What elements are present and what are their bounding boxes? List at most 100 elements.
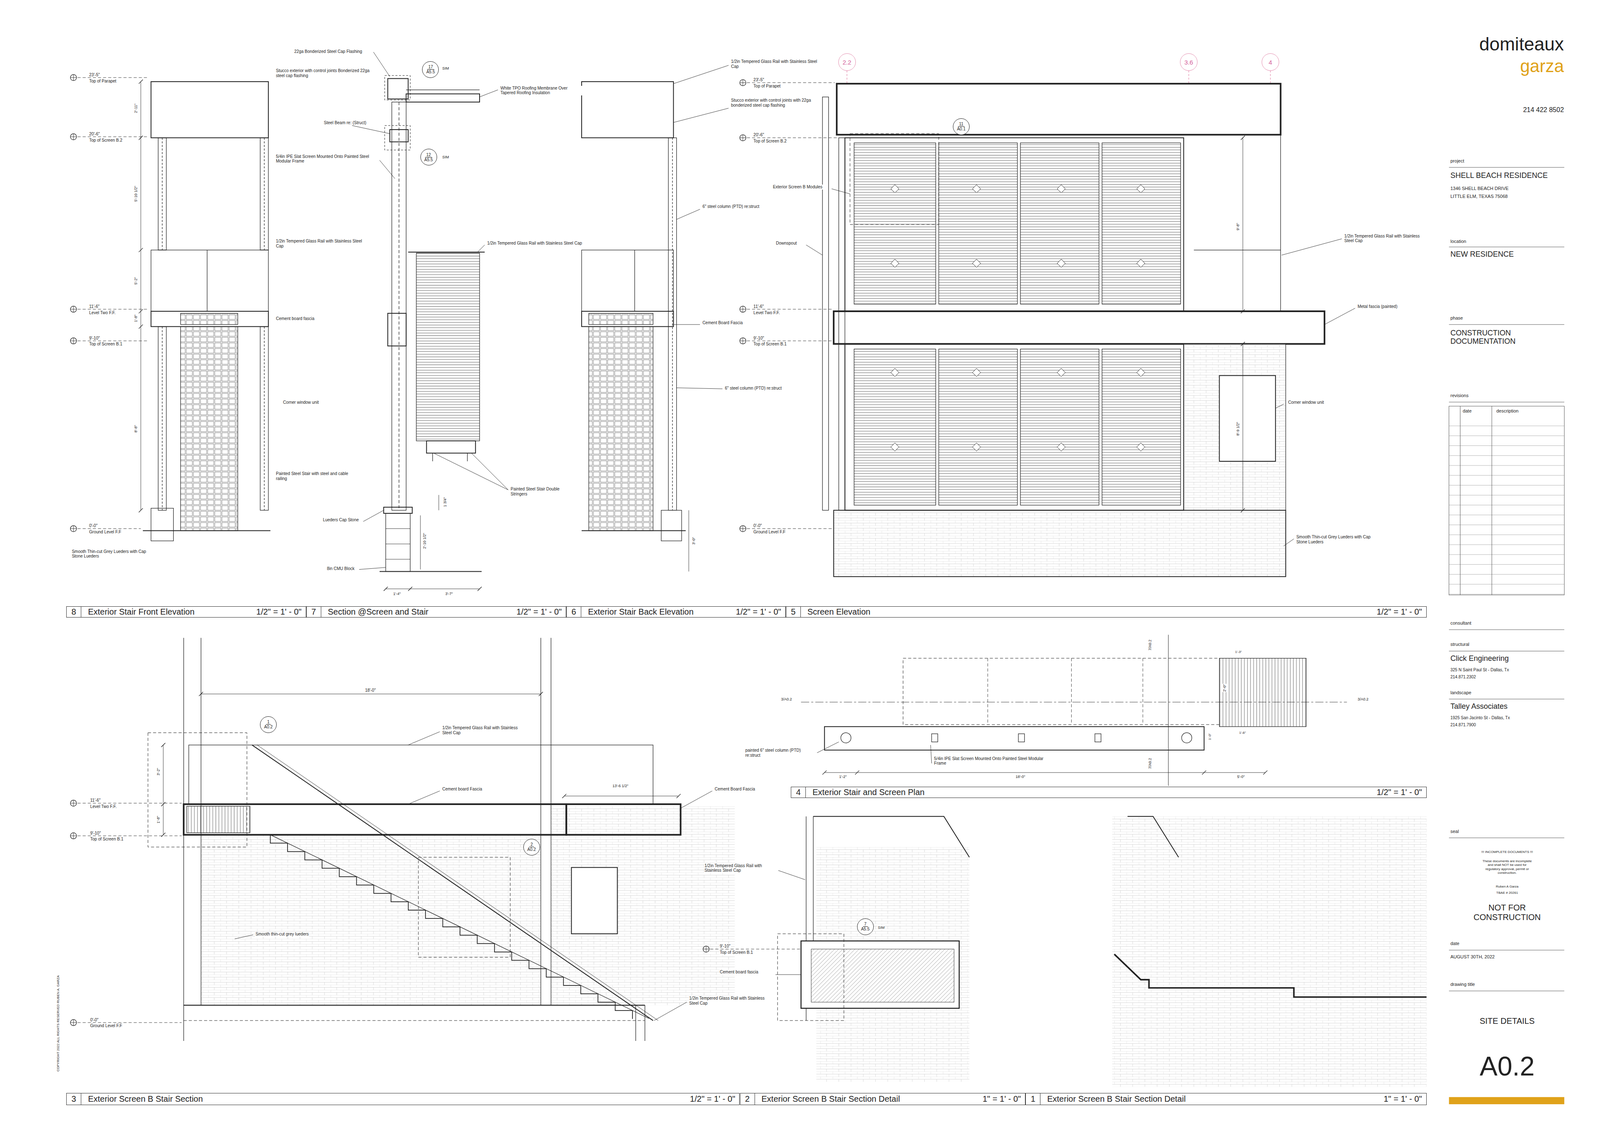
phone-number: 214 422 8502 [1522, 106, 1565, 114]
screen-stair-section [385, 528, 411, 560]
drawing-title-bar: 3Exterior Screen B Stair Section1/2" = 1… [66, 1092, 740, 1105]
back-elevation [581, 81, 674, 138]
back-elevation [588, 313, 653, 325]
stair-section [234, 731, 713, 1021]
callout-number: 2 [529, 842, 535, 848]
stair-section [183, 804, 567, 835]
field-heading: consultant [1450, 620, 1472, 626]
stair-screen-plan [902, 658, 1220, 725]
drawing-scale: 1/2" = 1' - 0" [690, 1094, 736, 1104]
field-heading: seal [1450, 828, 1460, 835]
screen-stair-section [438, 495, 440, 511]
sheet-reference: A0.2 [264, 724, 273, 730]
screen-elevation [833, 311, 1325, 344]
dimension: 1 3/4" [442, 496, 448, 508]
drawing-title-bar: 5Screen Elevation1/2" = 1' - 0" [785, 606, 1427, 618]
annotation-note: Metal fascia (painted) [1357, 304, 1398, 310]
annotation-note: 6" steel column (PTD) re:struct [724, 385, 783, 391]
callout-number: 1 [265, 719, 271, 725]
dimension: 3'-7" [445, 591, 454, 596]
null [77, 835, 182, 836]
annotation-note: Cement Board Fascia [702, 320, 744, 326]
screen-stair-section [426, 440, 476, 453]
front-elevation [150, 508, 174, 541]
drawing-scale: 1" = 1' - 0" [982, 1094, 1021, 1104]
dimension: 1'-2" [838, 774, 848, 779]
title-block [1460, 406, 1492, 595]
section-callout: 2A0.2 [523, 838, 540, 856]
drawing-title: Exterior Stair and Screen Plan [812, 787, 1377, 798]
screen-elevation [740, 79, 747, 532]
field-value: NEW RESIDENCE [1450, 250, 1515, 259]
back-elevation [581, 311, 674, 327]
stair-detail-1 [1114, 954, 1427, 998]
screen-stair-section [383, 507, 413, 514]
annotation-note: 1/2in Tempered Glass Rail with Stainless… [486, 240, 610, 246]
back-elevation [634, 250, 635, 312]
annotation-note: 5/4in IPE Slat Screen Mounted Onto Paint… [933, 756, 1047, 766]
level-label: Top of Screen B.1 [90, 836, 125, 842]
dimension: 5'-10 1/2" [133, 185, 138, 203]
front-elevation [180, 313, 238, 325]
annotation-note: Lueders Cap Stone [322, 517, 360, 523]
stair-section [550, 806, 735, 1006]
stair-section [571, 867, 618, 934]
firm-name: domiteaux [1478, 33, 1565, 55]
stair-detail-1 [1112, 816, 1427, 1087]
level-label: 9'-10" [88, 335, 100, 341]
drawing-number: 7 [306, 606, 322, 618]
field-heading: location [1450, 238, 1467, 245]
title-block [1449, 1097, 1565, 1105]
field-heading: drawing title [1450, 981, 1476, 988]
annotation-note: Smooth Thin-cut Grey Lueders with Cap St… [1295, 534, 1374, 545]
screen-elevation [854, 142, 936, 305]
back-elevation [581, 250, 674, 312]
front-elevation [264, 326, 265, 511]
front-elevation [70, 74, 271, 541]
screen-elevation [740, 70, 1356, 577]
back-elevation [668, 137, 677, 511]
sheet-reference: A5.5 [426, 69, 435, 75]
screen-elevation [806, 188, 1356, 546]
level-label: Top of Parapet [752, 83, 781, 89]
screen-elevation [845, 343, 1184, 510]
grid-number: 4 [1268, 58, 1273, 66]
screen-stair-section [352, 52, 509, 570]
annotation-note: Smooth thin-cut grey lueders [255, 931, 310, 937]
annotation-note: White TPO Roofing Membrane Over Tapered … [500, 85, 583, 96]
dimension: 2'-10 1/2" [422, 532, 427, 550]
sheet-reference: A0.2 [527, 847, 537, 852]
front-elevation [260, 326, 269, 511]
field-value: Talley Associates [1450, 702, 1508, 711]
stair-section [70, 800, 77, 1026]
null [77, 309, 149, 310]
callout-number: 12 [425, 152, 433, 158]
grid-number: 2.2 [842, 58, 852, 66]
drawing-title-bar: 8Exterior Stair Front Elevation1/2" = 1'… [66, 606, 307, 618]
level-label: 20'-6" [752, 132, 765, 138]
stair-screen-plan [1219, 658, 1307, 727]
screen-stair-section [398, 102, 400, 511]
annotation-note: Stucco exterior with control joints Bond… [275, 68, 374, 78]
drawing-title: Screen Elevation [807, 607, 1377, 617]
section-callout: 1A0.2 [260, 716, 277, 733]
screen-elevation [822, 97, 829, 511]
field-value: 325 N Saint Paul St - Dallas, Tx [1450, 667, 1510, 673]
annotation-note: Corner window unit [1287, 400, 1325, 405]
title-block [1449, 167, 1565, 991]
stair-section [186, 806, 250, 833]
annotation-note: 6" steel column (PTD) re:struct [702, 204, 765, 210]
dimension: 1'-8" [133, 314, 138, 323]
stair-screen-plan [1095, 733, 1102, 743]
dimension: 3'-0" [691, 536, 696, 545]
back-elevation [688, 510, 690, 572]
drawing-number: 2 [740, 1093, 755, 1105]
dimension: 18'-0" [1015, 774, 1026, 779]
null [77, 802, 182, 1023]
annotation-note: 8in CMU Block [326, 566, 355, 572]
screen-elevation [890, 184, 1145, 451]
section-callout: 7A5.5 [857, 918, 874, 935]
stair-section [200, 834, 541, 1005]
level-label: 11'-6" [752, 304, 765, 310]
drawing-title: Section @Screen and Stair [327, 607, 517, 617]
